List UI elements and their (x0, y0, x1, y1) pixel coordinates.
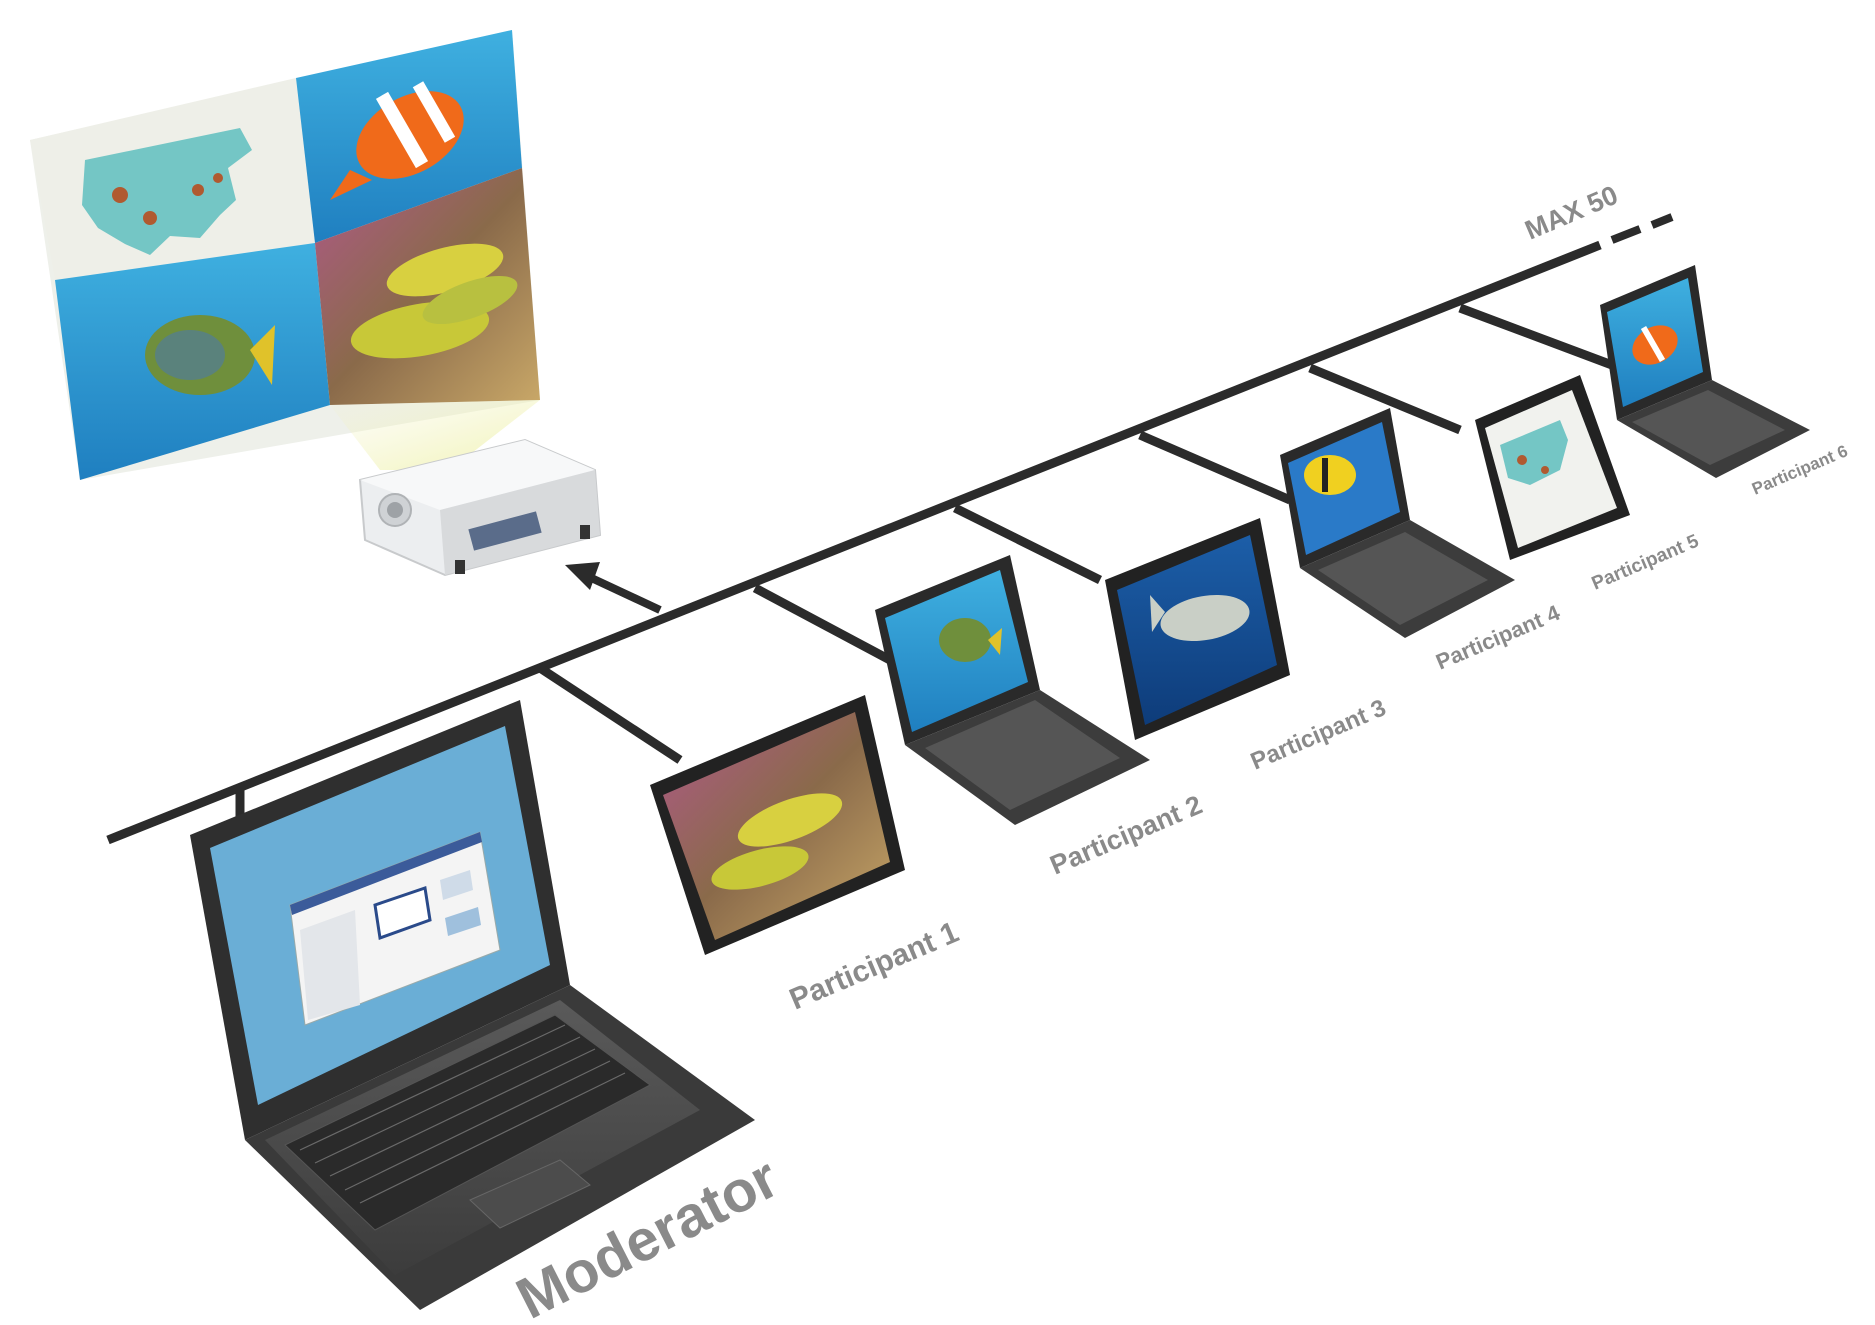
projected-screen (30, 30, 540, 480)
participant-1-label: Participant 1 (785, 916, 964, 1017)
network-line (106, 213, 1674, 845)
laptop-icon (1600, 265, 1810, 478)
participant-3-label: Participant 3 (1247, 694, 1390, 775)
laptop-icon (650, 695, 905, 955)
projector-icon (358, 438, 602, 577)
laptop-icon (190, 700, 755, 1310)
laptop-icon (875, 555, 1150, 825)
angelfish-image (55, 243, 330, 480)
usa-map-image (30, 78, 315, 280)
reef-fish-image (315, 168, 540, 405)
max-50-label: MAX 50 (1521, 180, 1623, 246)
moderator-app-window (289, 831, 501, 1026)
laptop-icon (1475, 375, 1630, 560)
laptop-icon (1105, 518, 1290, 740)
light-beam (330, 400, 540, 470)
arrow-icon (565, 562, 662, 614)
clownfish-image (296, 30, 522, 243)
participant-5-label: Participant 5 (1589, 531, 1703, 595)
participant-2-label: Participant 2 (1046, 790, 1207, 881)
laptop-icon (1280, 408, 1515, 638)
